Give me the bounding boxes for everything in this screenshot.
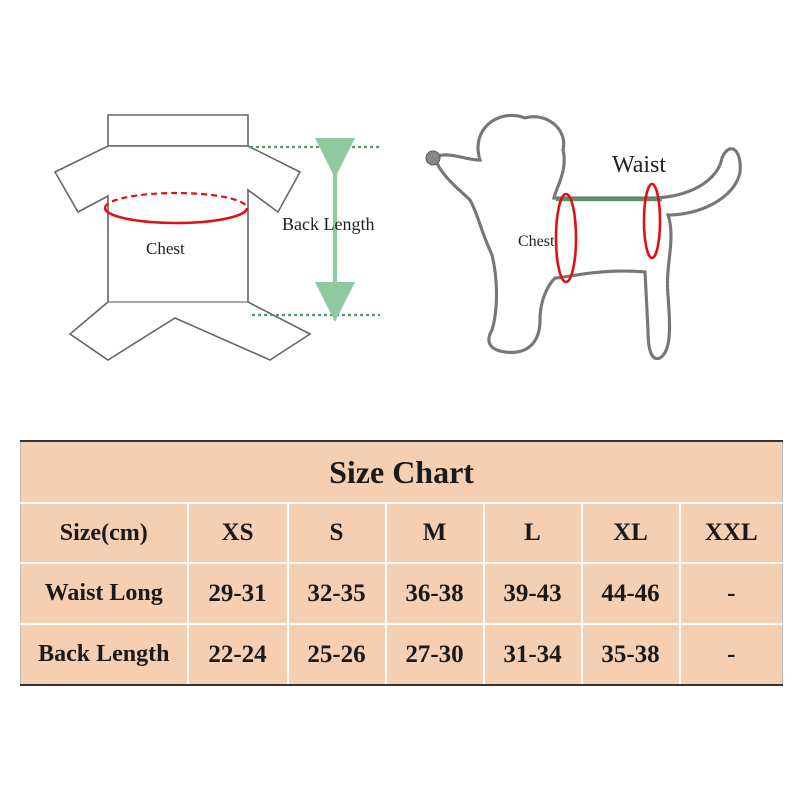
table-row-waist-long: Waist Long 29-31 32-35 36-38 39-43 44-46… bbox=[20, 562, 784, 625]
garment-chest-measure bbox=[103, 191, 249, 225]
size-chart-title: Size Chart bbox=[19, 440, 784, 504]
waist-xs-cell: 29-31 bbox=[186, 562, 289, 625]
garment-back-length-measure bbox=[250, 138, 380, 322]
dog-chest-label: Chest bbox=[518, 233, 555, 250]
header-cell-s: S bbox=[286, 502, 387, 564]
dog-outline bbox=[425, 113, 742, 361]
back-s-cell: 25-26 bbox=[286, 623, 387, 686]
size-chart-table: Size Chart Size(cm) XS S M L XL XXL Wais… bbox=[19, 440, 784, 686]
garment-body bbox=[53, 145, 312, 361]
diagram-svg bbox=[53, 113, 742, 361]
dog-waist-measure bbox=[642, 182, 662, 260]
header-cell-xs: XS bbox=[186, 502, 289, 564]
size-chart-header-row: Size(cm) XS S M L XL XXL bbox=[20, 502, 784, 564]
row-label-back-length: Back Length bbox=[20, 623, 189, 686]
dog-nose-icon bbox=[425, 150, 441, 166]
dog-waist-label: Waist bbox=[612, 152, 667, 178]
garment-chest-label: Chest bbox=[146, 239, 185, 258]
garment-collar bbox=[107, 114, 249, 147]
waist-xxl-cell: - bbox=[678, 562, 784, 625]
back-xl-cell: 35-38 bbox=[580, 623, 681, 686]
back-l-cell: 31-34 bbox=[482, 623, 583, 686]
garment-back-length-label: Back Length bbox=[282, 214, 375, 234]
back-xxl-cell: - bbox=[678, 623, 784, 686]
measurement-diagrams: Chest Back Length Chest Waist bbox=[53, 113, 742, 361]
back-xs-cell: 22-24 bbox=[186, 623, 289, 686]
waist-m-cell: 36-38 bbox=[384, 562, 485, 625]
waist-xl-cell: 44-46 bbox=[580, 562, 681, 625]
header-cell-xxl: XXL bbox=[678, 502, 784, 564]
dog-body-path bbox=[433, 113, 742, 361]
header-cell-xl: XL bbox=[580, 502, 681, 564]
waist-l-cell: 39-43 bbox=[482, 562, 583, 625]
back-m-cell: 27-30 bbox=[384, 623, 485, 686]
header-cell-unit: Size(cm) bbox=[20, 502, 189, 564]
dog-chest-measure bbox=[554, 192, 578, 284]
garment-outline bbox=[53, 114, 312, 361]
header-cell-l: L bbox=[482, 502, 583, 564]
dog-measurements bbox=[554, 182, 662, 284]
table-row-back-length: Back Length 22-24 25-26 27-30 31-34 35-3… bbox=[20, 623, 784, 686]
row-label-waist-long: Waist Long bbox=[20, 562, 189, 625]
waist-s-cell: 32-35 bbox=[286, 562, 387, 625]
header-cell-m: M bbox=[384, 502, 485, 564]
